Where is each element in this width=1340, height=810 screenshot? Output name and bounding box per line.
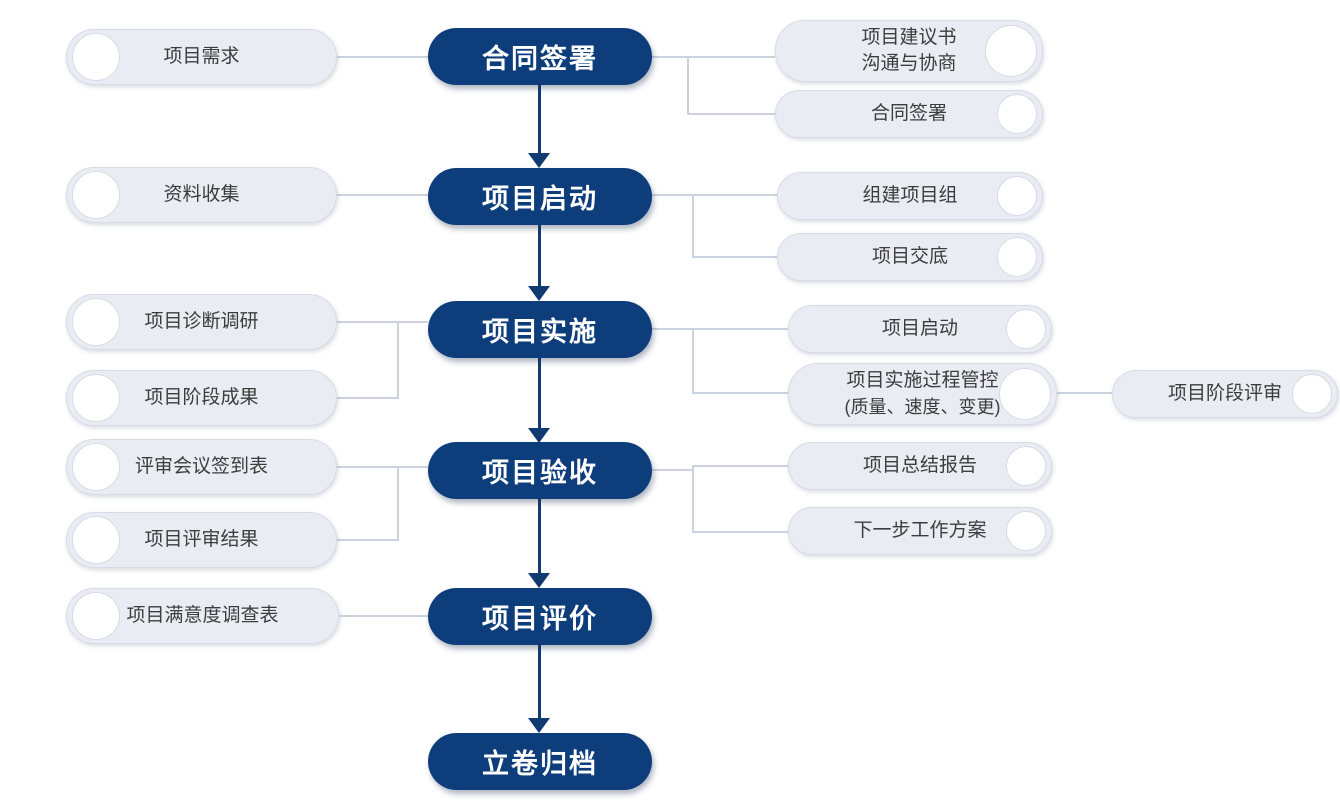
stage-node-project-implementation: 项目实施 <box>428 301 652 358</box>
connector-line <box>692 531 788 533</box>
doc-pill-stage-review: 项目阶段评审 <box>1112 370 1338 418</box>
pill-label: 项目评审结果 <box>144 529 259 550</box>
doc-pill-satisfaction-survey: 项目满意度调查表 <box>66 588 339 644</box>
connector-line <box>652 328 788 330</box>
stage-node-archiving: 立卷归档 <box>428 733 652 790</box>
connector-line <box>652 56 775 58</box>
connector-line <box>692 465 788 467</box>
doc-pill-proposal-negotiation: 项目建议书 沟通与协商 <box>775 20 1043 82</box>
stage-label: 立卷归档 <box>482 749 598 779</box>
pill-label-line2: (质量、速度、变更) <box>844 397 1001 417</box>
connector-line <box>692 256 777 258</box>
crescent-cut <box>72 592 120 640</box>
connector-line <box>337 397 399 399</box>
connector-line <box>652 194 777 196</box>
crescent-cut <box>985 25 1037 77</box>
pill-label: 项目阶段评审 <box>1167 383 1282 404</box>
crescent-cut <box>72 298 120 346</box>
pill-label-line2: 沟通与协商 <box>861 53 957 74</box>
flow-arrow-shaft <box>538 645 541 719</box>
doc-pill-next-step-plan: 下一步工作方案 <box>788 507 1052 555</box>
stage-node-project-kickoff: 项目启动 <box>428 168 652 225</box>
doc-pill-project-briefing: 项目交底 <box>777 233 1043 281</box>
pill-label: 评审会议签到表 <box>134 456 268 477</box>
doc-pill-process-control: 项目实施过程管控 (质量、速度、变更) <box>788 363 1057 425</box>
connector-line <box>692 194 694 258</box>
stage-label: 合同签署 <box>482 44 598 74</box>
doc-pill-stage-results: 项目阶段成果 <box>66 370 337 426</box>
connector-line <box>652 469 694 471</box>
pill-label: 项目建议书 <box>861 27 957 48</box>
crescent-cut <box>72 443 120 491</box>
pill-label: 项目总结报告 <box>862 455 977 476</box>
crescent-cut <box>72 374 120 422</box>
pill-label: 组建项目组 <box>862 185 958 206</box>
flow-arrow-head <box>528 286 550 301</box>
stage-label: 项目验收 <box>482 458 598 488</box>
stage-label: 项目启动 <box>482 184 598 214</box>
doc-pill-review-signin-sheet: 评审会议签到表 <box>66 439 337 495</box>
flow-arrow-shaft <box>538 85 541 154</box>
doc-pill-project-requirements: 项目需求 <box>66 29 337 85</box>
pill-label: 项目满意度调查表 <box>126 605 279 626</box>
doc-pill-form-project-team: 组建项目组 <box>777 172 1043 220</box>
connector-line <box>337 56 428 58</box>
connector-line <box>337 194 428 196</box>
connector-line <box>337 615 428 617</box>
stage-node-contract-signing: 合同签署 <box>428 28 652 85</box>
doc-pill-summary-report: 项目总结报告 <box>788 442 1052 490</box>
crescent-cut <box>999 368 1051 420</box>
doc-pill-review-results: 项目评审结果 <box>66 512 337 568</box>
crescent-cut <box>1292 374 1332 414</box>
connector-line <box>1057 392 1112 394</box>
crescent-cut <box>1006 511 1046 551</box>
crescent-cut <box>72 33 120 81</box>
crescent-cut <box>997 237 1037 277</box>
flow-arrow-head <box>528 428 550 443</box>
flow-arrow-head <box>528 718 550 733</box>
connector-line <box>692 465 694 533</box>
stage-node-project-evaluation: 项目评价 <box>428 588 652 645</box>
crescent-cut <box>1006 446 1046 486</box>
flow-arrow-shaft <box>538 358 541 429</box>
connector-line <box>397 466 399 541</box>
flow-arrow-head <box>528 153 550 168</box>
flow-arrow-head <box>528 573 550 588</box>
pill-label: 项目需求 <box>163 46 240 67</box>
doc-pill-data-collection: 资料收集 <box>66 167 337 223</box>
flow-arrow-shaft <box>538 225 541 287</box>
crescent-cut <box>997 94 1037 134</box>
pill-label: 合同签署 <box>870 103 947 124</box>
connector-line <box>337 539 399 541</box>
connector-line <box>692 328 694 394</box>
pill-label: 项目交底 <box>871 246 948 267</box>
pill-label: 项目诊断调研 <box>144 311 259 332</box>
flow-arrow-shaft <box>538 499 541 574</box>
crescent-cut <box>1006 309 1046 349</box>
connector-line <box>687 113 775 115</box>
crescent-cut <box>72 516 120 564</box>
connector-line <box>337 466 428 468</box>
stage-node-project-acceptance: 项目验收 <box>428 442 652 499</box>
pill-label: 项目启动 <box>881 318 958 339</box>
pill-label: 项目实施过程管控 <box>846 370 999 391</box>
doc-pill-contract-signing: 合同签署 <box>775 90 1043 138</box>
connector-line <box>687 56 689 115</box>
stage-label: 项目评价 <box>482 604 598 634</box>
doc-pill-project-kickoff: 项目启动 <box>788 305 1052 353</box>
crescent-cut <box>997 176 1037 216</box>
connector-line <box>397 321 399 399</box>
stage-label: 项目实施 <box>482 317 598 347</box>
connector-line <box>692 392 788 394</box>
pill-label: 资料收集 <box>163 184 240 205</box>
connector-line <box>337 321 428 323</box>
crescent-cut <box>72 171 120 219</box>
pill-label: 下一步工作方案 <box>853 520 987 541</box>
doc-pill-diagnosis-research: 项目诊断调研 <box>66 294 337 350</box>
pill-label: 项目阶段成果 <box>144 387 259 408</box>
